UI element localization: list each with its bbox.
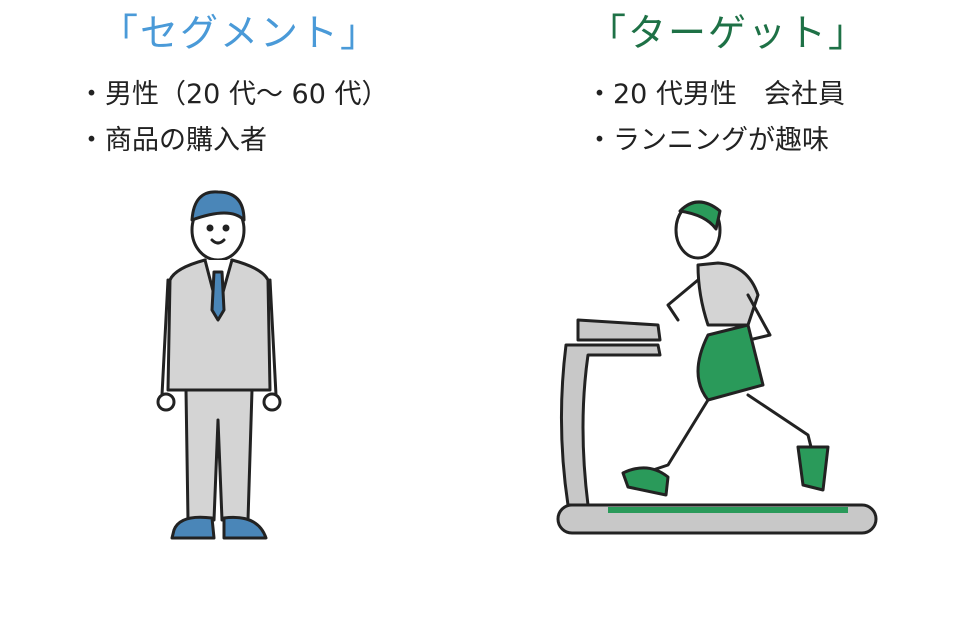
segment-item: ・商品の購入者 [78, 125, 267, 156]
runner-treadmill-illustration [556, 200, 878, 535]
target-item: ・ランニングが趣味 [586, 125, 829, 156]
segment-item: ・男性（20 代〜 60 代） [78, 79, 389, 110]
segment-list: ・男性（20 代〜 60 代） ・商品の購入者 [78, 72, 388, 164]
segment-heading: 「セグメント」 [100, 11, 381, 55]
target-heading: 「ターゲット」 [588, 11, 869, 55]
target-list: ・20 代男性 会社員 ・ランニングが趣味 [586, 72, 845, 164]
businessman-illustration [156, 190, 282, 540]
target-item: ・20 代男性 会社員 [586, 79, 845, 110]
